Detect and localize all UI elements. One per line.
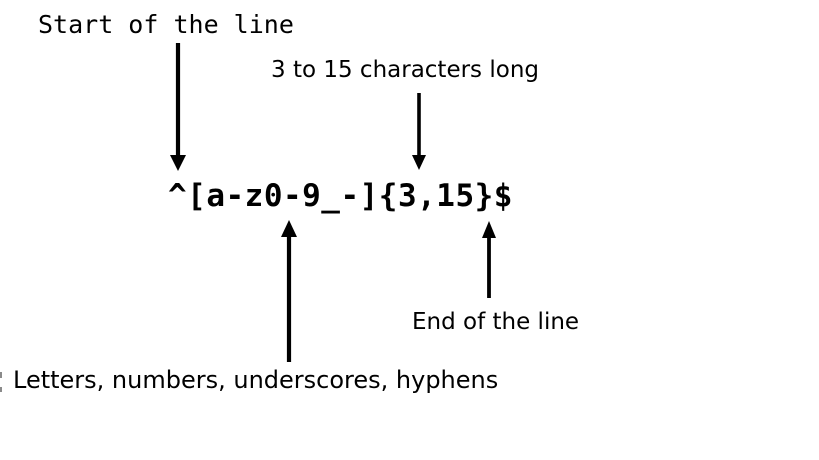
arrow-up-end-icon: [482, 221, 496, 298]
clipped-character-artifact: [0, 372, 2, 378]
arrow-down-length-icon: [412, 93, 426, 170]
length-quantifier-label: 3 to 15 characters long: [271, 57, 539, 83]
regex-pattern-text: ^[a-z0-9_-]{3,15}$: [168, 178, 513, 214]
character-class-label: Letters, numbers, underscores, hyphens: [13, 366, 499, 394]
end-of-line-label: End of the line: [412, 309, 580, 335]
clipped-character-artifact: [0, 387, 2, 392]
arrow-down-start-icon: [170, 43, 186, 171]
start-of-line-label: Start of the line: [38, 10, 294, 39]
arrow-up-charclass-icon: [281, 220, 297, 362]
